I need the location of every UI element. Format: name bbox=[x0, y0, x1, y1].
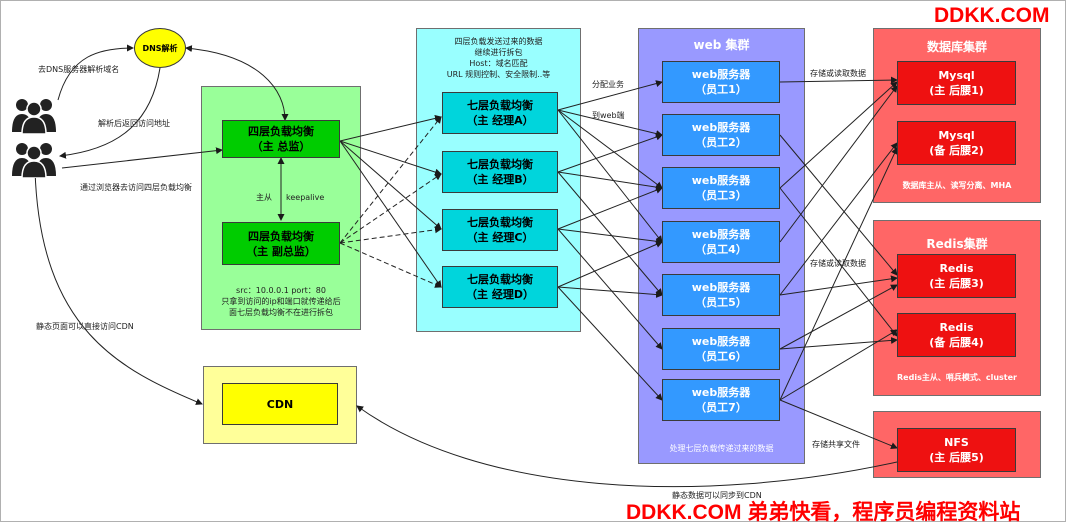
l4-master-line1: 四层负载均衡 bbox=[248, 125, 314, 138]
l4-backup-node[interactable]: 四层负载均衡 （主 副总监） bbox=[222, 222, 340, 265]
web-node-line1: web服务器 bbox=[691, 68, 751, 81]
web-node-line2: （员工3） bbox=[695, 189, 747, 202]
dns-query-label: 去DNS服务器解析域名 bbox=[38, 65, 120, 74]
db-cluster-title: 数据库集群 bbox=[926, 40, 987, 54]
l7-node-line1: 七层负载均衡 bbox=[467, 273, 533, 286]
redis-cluster-zone bbox=[873, 220, 1041, 396]
redis-line2: (主 后腰3) bbox=[929, 277, 984, 290]
web-node-line1: web服务器 bbox=[691, 281, 751, 294]
web-node-line1: web服务器 bbox=[691, 335, 751, 348]
l7-node-d[interactable]: 七层负载均衡 （主 经理D） bbox=[442, 266, 558, 308]
web-node-line2: （员工2） bbox=[695, 136, 747, 149]
web-node-line1: web服务器 bbox=[691, 121, 751, 134]
l4-note: src：10.0.0.1 port：80 只拿到访问的ip和端口就传递给后 面七… bbox=[201, 285, 361, 318]
l7-node-line2: （主 经理D） bbox=[466, 288, 534, 301]
l7-node-line2: （主 经理B） bbox=[466, 173, 534, 186]
l7-header: 四层负载发送过来的数据 继续进行拆包 Host：域名匹配 URL 规则控制、安全… bbox=[416, 36, 581, 80]
dns-node[interactable]: DNS解析 bbox=[134, 28, 186, 68]
to-web-label: 到web端 bbox=[592, 111, 625, 120]
l4-note-line1: src：10.0.0.1 port：80 bbox=[236, 286, 326, 295]
web-cluster-title: web 集群 bbox=[693, 38, 750, 52]
l7-node-line1: 七层负载均衡 bbox=[467, 216, 533, 229]
l7-header-line2: 继续进行拆包 bbox=[474, 48, 523, 57]
l4-backup-line2: （主 副总监） bbox=[246, 244, 316, 258]
redis-line1: Redis bbox=[939, 321, 974, 334]
web-node-line2: （员工6） bbox=[695, 350, 747, 363]
browser-access-label: 通过浏览器去访问四层负载均衡 bbox=[80, 183, 192, 192]
dns-reply-label: 解析后返回访问地址 bbox=[98, 119, 170, 128]
brand-bottom: DDKK.COM 弟弟快看，程序员编程资料站 bbox=[626, 501, 1021, 524]
web-node-line2: （员工4） bbox=[695, 243, 747, 256]
mysql-backup[interactable]: Mysql (备 后腰2) bbox=[897, 121, 1016, 165]
l4-master-line2: （主 总监） bbox=[251, 140, 311, 153]
l7-node-a[interactable]: 七层负载均衡 （主 经理A） bbox=[442, 92, 558, 134]
web-node-line1: web服务器 bbox=[691, 386, 751, 399]
web-server-6[interactable]: web服务器 （员工6） bbox=[662, 328, 780, 370]
web-server-4[interactable]: web服务器 （员工4） bbox=[662, 221, 780, 263]
mysql-master[interactable]: Mysql (主 后腰1) bbox=[897, 61, 1016, 105]
keepalive-label: keepalive bbox=[286, 193, 325, 202]
web-server-5[interactable]: web服务器 （员工5） bbox=[662, 274, 780, 316]
redis-note: Redis主从、哨兵模式、cluster bbox=[897, 373, 1017, 382]
mysql-line1: Mysql bbox=[938, 69, 975, 82]
redis-line2: (备 后腰4) bbox=[929, 336, 984, 349]
users-icon bbox=[10, 140, 58, 182]
redis-line1: Redis bbox=[939, 262, 974, 275]
nfs-line2: (主 后腰5) bbox=[929, 451, 984, 464]
web-server-7[interactable]: web服务器 （员工7） bbox=[662, 379, 780, 421]
web-cluster-footer: 处理七层负载传递过来的数据 bbox=[669, 444, 774, 453]
mysql-line2: (备 后腰2) bbox=[929, 144, 984, 157]
nfs-node[interactable]: NFS (主 后腰5) bbox=[897, 428, 1016, 472]
cdn-sync-label: 静态数据可以同步到CDN bbox=[672, 491, 762, 500]
l7-node-b[interactable]: 七层负载均衡 （主 经理B） bbox=[442, 151, 558, 193]
db-cluster-zone bbox=[873, 28, 1041, 203]
store-redis-label: 存储或读取数据 bbox=[810, 259, 866, 268]
web-node-line2: （员工5） bbox=[695, 296, 747, 309]
mysql-line2: (主 后腰1) bbox=[929, 84, 984, 97]
web-node-line1: web服务器 bbox=[691, 228, 751, 241]
web-server-2[interactable]: web服务器 （员工2） bbox=[662, 114, 780, 156]
db-note: 数据库主从、读写分离、MHA bbox=[902, 181, 1012, 190]
redis-backup[interactable]: Redis (备 后腰4) bbox=[897, 313, 1016, 357]
store-db-label: 存储或读取数据 bbox=[810, 69, 866, 78]
redis-cluster-title: Redis集群 bbox=[926, 237, 988, 251]
assign-task-label: 分配业务 bbox=[592, 80, 624, 89]
users-icon bbox=[10, 96, 58, 138]
store-nfs-label: 存储共享文件 bbox=[812, 440, 860, 449]
l7-node-line2: （主 经理A） bbox=[466, 114, 534, 127]
mysql-line1: Mysql bbox=[938, 129, 975, 142]
l4-backup-line1: 四层负载均衡 bbox=[248, 229, 314, 243]
web-node-line1: web服务器 bbox=[691, 174, 751, 187]
l4-master-node[interactable]: 四层负载均衡 （主 总监） bbox=[222, 120, 340, 158]
master-slave-label: 主从 bbox=[256, 193, 272, 202]
l7-node-c[interactable]: 七层负载均衡 （主 经理C） bbox=[442, 209, 558, 251]
l4-note-line2: 只拿到访问的ip和端口就传递给后 bbox=[221, 297, 341, 306]
web-node-line2: （员工7） bbox=[695, 401, 747, 414]
brand-top: DDKK.COM bbox=[934, 4, 1050, 27]
web-server-3[interactable]: web服务器 （员工3） bbox=[662, 167, 780, 209]
l4-note-line3: 面七层负载均衡不在进行拆包 bbox=[229, 308, 333, 317]
web-server-1[interactable]: web服务器 （员工1） bbox=[662, 61, 780, 103]
cdn-label: CDN bbox=[266, 397, 294, 411]
cdn-node[interactable]: CDN bbox=[222, 383, 338, 425]
redis-master[interactable]: Redis (主 后腰3) bbox=[897, 254, 1016, 298]
l7-node-line1: 七层负载均衡 bbox=[467, 158, 533, 171]
l7-node-line1: 七层负载均衡 bbox=[467, 99, 533, 112]
l7-header-line3: Host：域名匹配 bbox=[469, 59, 528, 68]
static-cdn-label: 静态页面可以直接访问CDN bbox=[36, 322, 134, 331]
l7-node-line2: （主 经理C） bbox=[466, 231, 534, 244]
dns-label: DNS解析 bbox=[142, 43, 178, 53]
l7-header-line1: 四层负载发送过来的数据 bbox=[454, 37, 543, 46]
nfs-line1: NFS bbox=[944, 436, 969, 449]
l7-header-line4: URL 规则控制、安全限制..等 bbox=[446, 70, 551, 79]
web-node-line2: （员工1） bbox=[695, 83, 747, 96]
